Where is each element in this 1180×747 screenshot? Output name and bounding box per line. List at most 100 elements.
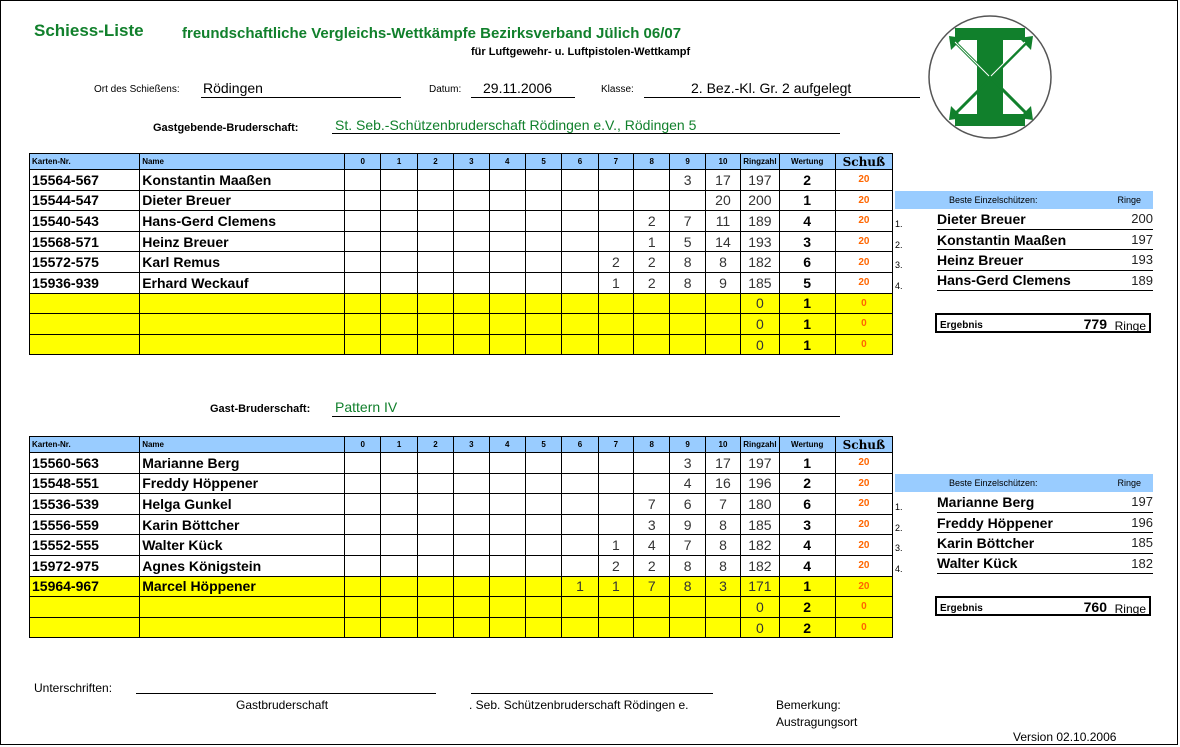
ring-count-cell[interactable] <box>633 472 671 495</box>
ring-count-cell[interactable] <box>524 554 563 577</box>
ring-count-cell[interactable]: 2 <box>597 554 635 577</box>
ring-count-cell[interactable] <box>561 313 599 335</box>
ring-count-cell[interactable] <box>597 169 635 191</box>
ring-count-cell[interactable] <box>488 452 526 474</box>
ring-count-cell[interactable]: 1 <box>597 575 635 598</box>
name-cell[interactable]: Marcel Höppener <box>139 575 346 598</box>
ring-count-cell[interactable] <box>597 189 635 212</box>
ring-count-cell[interactable] <box>524 210 563 232</box>
ring-count-cell[interactable] <box>524 596 563 618</box>
ring-count-cell[interactable] <box>633 169 671 191</box>
ring-count-cell[interactable]: 2 <box>633 554 671 577</box>
ring-count-cell[interactable]: 1 <box>597 271 635 294</box>
ring-count-cell[interactable] <box>524 189 563 212</box>
ring-count-cell[interactable] <box>344 251 382 273</box>
karten-nr-cell[interactable]: 15544-547 <box>28 189 141 212</box>
ring-count-cell[interactable] <box>669 333 706 356</box>
ring-count-cell[interactable] <box>561 210 599 232</box>
ring-count-cell[interactable] <box>561 534 599 556</box>
ring-count-cell[interactable] <box>669 616 706 639</box>
ring-count-cell[interactable] <box>416 575 455 598</box>
ring-count-cell[interactable] <box>453 513 490 536</box>
ring-count-cell[interactable] <box>524 313 563 335</box>
ring-count-cell[interactable] <box>380 493 418 515</box>
ring-count-cell[interactable] <box>597 230 635 253</box>
karten-nr-cell[interactable]: 15540-543 <box>28 210 141 232</box>
ring-count-cell[interactable] <box>453 616 490 639</box>
ring-count-cell[interactable] <box>524 513 563 536</box>
ring-count-cell[interactable] <box>561 251 599 273</box>
datum-value[interactable]: 29.11.2006 <box>483 80 553 96</box>
ring-count-cell[interactable] <box>453 575 490 598</box>
ring-count-cell[interactable] <box>633 313 671 335</box>
ring-count-cell[interactable] <box>453 189 490 212</box>
ring-count-cell[interactable] <box>380 472 418 495</box>
ring-count-cell[interactable] <box>416 513 455 536</box>
ring-count-cell[interactable] <box>597 616 635 639</box>
ring-count-cell[interactable] <box>524 292 563 315</box>
ring-count-cell[interactable] <box>416 452 455 474</box>
ring-count-cell[interactable] <box>453 472 490 495</box>
ring-count-cell[interactable] <box>453 554 490 577</box>
ring-count-cell[interactable] <box>416 333 455 356</box>
ring-count-cell[interactable] <box>453 210 490 232</box>
ring-count-cell[interactable] <box>380 230 418 253</box>
ring-count-cell[interactable]: 16 <box>704 472 742 495</box>
ring-count-cell[interactable]: 8 <box>704 534 742 556</box>
ring-count-cell[interactable] <box>633 189 671 212</box>
karten-nr-cell[interactable] <box>28 292 141 315</box>
ring-count-cell[interactable] <box>669 292 706 315</box>
name-cell[interactable] <box>139 313 346 335</box>
ring-count-cell[interactable] <box>453 251 490 273</box>
ort-value[interactable]: Rödingen <box>203 80 263 96</box>
ring-count-cell[interactable] <box>453 313 490 335</box>
ring-count-cell[interactable] <box>561 189 599 212</box>
ring-count-cell[interactable] <box>416 596 455 618</box>
ring-count-cell[interactable] <box>416 271 455 294</box>
ring-count-cell[interactable]: 17 <box>704 452 742 474</box>
ring-count-cell[interactable] <box>524 534 563 556</box>
ring-count-cell[interactable] <box>561 333 599 356</box>
karten-nr-cell[interactable]: 15936-939 <box>28 271 141 294</box>
ring-count-cell[interactable] <box>597 493 635 515</box>
ring-count-cell[interactable] <box>380 513 418 536</box>
ring-count-cell[interactable] <box>416 313 455 335</box>
ring-count-cell[interactable] <box>453 534 490 556</box>
ring-count-cell[interactable] <box>561 472 599 495</box>
ring-count-cell[interactable] <box>416 472 455 495</box>
ring-count-cell[interactable] <box>416 251 455 273</box>
ring-count-cell[interactable] <box>561 554 599 577</box>
ring-count-cell[interactable] <box>597 596 635 618</box>
ring-count-cell[interactable]: 2 <box>597 251 635 273</box>
ring-count-cell[interactable]: 3 <box>669 169 706 191</box>
ring-count-cell[interactable] <box>704 333 742 356</box>
ring-count-cell[interactable]: 20 <box>704 189 742 212</box>
host-value[interactable]: St. Seb.-Schützenbruderschaft Rödingen e… <box>335 117 697 133</box>
ring-count-cell[interactable] <box>488 513 526 536</box>
name-cell[interactable]: Karl Remus <box>139 251 346 273</box>
ring-count-cell[interactable]: 2 <box>633 251 671 273</box>
ring-count-cell[interactable]: 3 <box>669 452 706 474</box>
ring-count-cell[interactable]: 8 <box>669 554 706 577</box>
ring-count-cell[interactable] <box>524 251 563 273</box>
ring-count-cell[interactable] <box>633 596 671 618</box>
ring-count-cell[interactable] <box>380 596 418 618</box>
ring-count-cell[interactable] <box>380 333 418 356</box>
ring-count-cell[interactable] <box>380 313 418 335</box>
ring-count-cell[interactable] <box>488 472 526 495</box>
name-cell[interactable]: Konstantin Maaßen <box>139 169 346 191</box>
ring-count-cell[interactable] <box>344 534 382 556</box>
ring-count-cell[interactable]: 8 <box>669 251 706 273</box>
ring-count-cell[interactable] <box>488 616 526 639</box>
ring-count-cell[interactable] <box>524 616 563 639</box>
ring-count-cell[interactable] <box>561 271 599 294</box>
ring-count-cell[interactable] <box>416 616 455 639</box>
ring-count-cell[interactable]: 7 <box>669 210 706 232</box>
karten-nr-cell[interactable]: 15568-571 <box>28 230 141 253</box>
ring-count-cell[interactable]: 7 <box>669 534 706 556</box>
name-cell[interactable]: Erhard Weckauf <box>139 271 346 294</box>
name-cell[interactable]: Dieter Breuer <box>139 189 346 212</box>
ring-count-cell[interactable] <box>344 472 382 495</box>
ring-count-cell[interactable] <box>561 616 599 639</box>
ring-count-cell[interactable] <box>561 169 599 191</box>
